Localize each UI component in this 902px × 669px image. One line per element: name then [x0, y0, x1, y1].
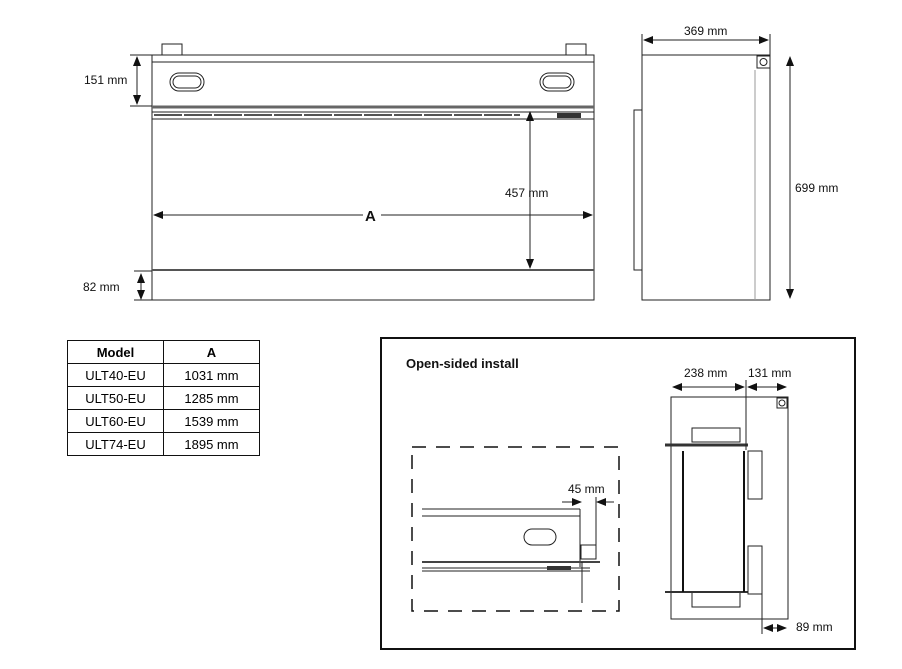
handle-slot-right: [539, 72, 575, 92]
dimension-label: 45 mm: [568, 482, 605, 496]
mounting-tab-left: [161, 43, 183, 56]
width-cell: 1285 mm: [163, 386, 260, 410]
side-view: 369 mm 699 mm: [633, 24, 838, 301]
flue-circle-icon: [759, 58, 768, 66]
open-sided-title: Open-sided install: [406, 356, 519, 371]
dimension-label: 699 mm: [795, 181, 838, 195]
dimension-label: 89 mm: [796, 620, 833, 634]
column-header-model: Model: [67, 340, 164, 364]
dimension-label: 82 mm: [83, 280, 120, 294]
fireplace-outline: [151, 54, 595, 301]
open-sided-top-detail: 238 mm 131 mm 89 mm: [665, 366, 833, 634]
front-view: 151 mm 457 mm A 82 mm: [83, 43, 595, 301]
table-header-row: Model A: [67, 340, 260, 364]
dimension-label: 151 mm: [84, 73, 127, 87]
model-cell: ULT60-EU: [67, 409, 164, 433]
flue-circle-icon: [778, 399, 786, 407]
control-panel: [557, 113, 581, 118]
model-cell: ULT50-EU: [67, 386, 164, 410]
dimension-label: 457 mm: [505, 186, 548, 200]
open-sided-front-detail: 45 mm: [411, 446, 620, 612]
width-a-label: A: [365, 208, 376, 225]
open-sided-panel: [380, 337, 856, 650]
mounting-tab-right: [565, 43, 587, 56]
dimension-label: 131 mm: [748, 366, 791, 380]
handle-slot-left: [169, 72, 205, 92]
width-cell: 1539 mm: [163, 409, 260, 433]
column-header-a: A: [163, 340, 260, 364]
side-outline: [633, 54, 771, 301]
model-cell: ULT40-EU: [67, 363, 164, 387]
dimension-label: 369 mm: [684, 24, 727, 38]
model-cell: ULT74-EU: [67, 432, 164, 456]
width-cell: 1031 mm: [163, 363, 260, 387]
dimension-label: 238 mm: [684, 366, 727, 380]
width-cell: 1895 mm: [163, 432, 260, 456]
